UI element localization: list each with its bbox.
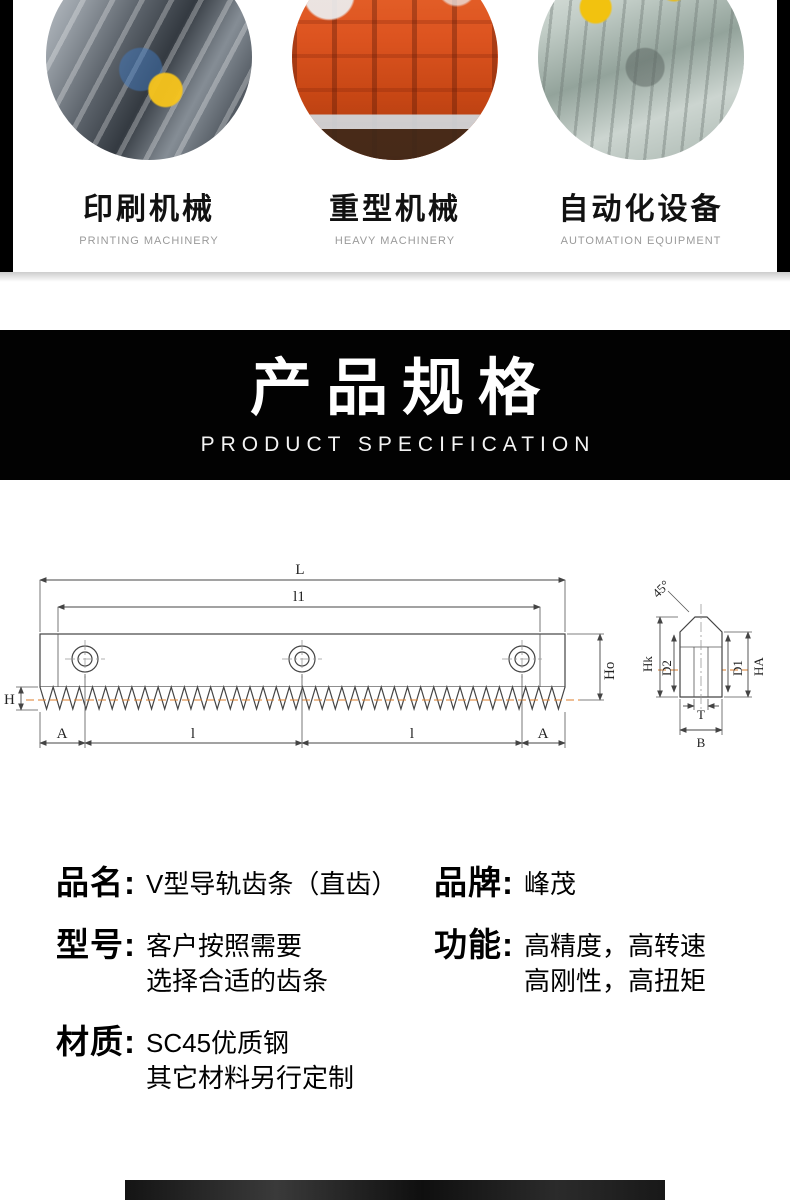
spec-label-name: 品名:	[56, 864, 136, 901]
spec-row-material: 材质: SC45优质钢 其它材料另行定制	[56, 1023, 434, 1096]
spec-value-material: SC45优质钢 其它材料另行定制	[146, 1028, 355, 1093]
rack-teeth	[39, 684, 566, 712]
left-black-edge	[0, 0, 13, 272]
dim-label-H: H	[4, 692, 15, 708]
spec-table: 品名: V型导轨齿条（直齿） 型号: 客户按照需要 选择合适的齿条 材质: SC…	[0, 830, 790, 1166]
spec-row-function: 功能: 高精度，高转速 高刚性，高扭矩	[434, 926, 790, 999]
printing-machinery-photo	[46, 0, 252, 160]
category-subtitle: HEAVY MACHINERY	[334, 235, 456, 247]
dim-label-D2: D2	[659, 660, 674, 676]
panel-shadow	[0, 272, 790, 282]
dim-label-B: B	[697, 735, 706, 750]
dim-label-T: T	[697, 707, 705, 722]
dim-label-l1: l1	[293, 589, 305, 605]
next-photo-top-edge	[125, 1180, 665, 1200]
dim-label-HA: HA	[751, 657, 766, 676]
dim-label-A-right: A	[538, 726, 549, 742]
category-title: 印刷机械	[83, 193, 215, 226]
dimension-lines: L l1 H Ho	[4, 562, 618, 748]
category-item-automation: 自动化设备 AUTOMATION EQUIPMENT	[526, 0, 756, 247]
category-showcase: 印刷机械 PRINTING MACHINERY 重型机械 HEAVY MACHI…	[0, 0, 790, 272]
spec-label-material: 材质:	[56, 1023, 136, 1060]
dim-label-A-left: A	[57, 726, 68, 742]
right-black-edge	[777, 0, 790, 272]
banner-subtitle: PRODUCT SPECIFICATION	[200, 433, 596, 456]
spec-value-model: 客户按照需要 选择合适的齿条	[146, 931, 329, 996]
spec-row-model: 型号: 客户按照需要 选择合适的齿条	[56, 926, 434, 999]
rack-side-view	[39, 633, 566, 712]
heavy-machinery-photo	[292, 0, 498, 160]
product-spec-banner: 产品规格 PRODUCT SPECIFICATION	[0, 330, 790, 480]
dim-label-45deg: 45°	[649, 577, 672, 600]
cross-section-view: 45° Hk D2 D1 HA	[640, 577, 766, 750]
spec-label-brand: 品牌:	[434, 864, 514, 901]
spec-label-model: 型号:	[56, 926, 136, 963]
dim-label-Hk: Hk	[640, 656, 655, 672]
automation-equipment-photo	[538, 0, 744, 160]
white-spacer	[0, 282, 790, 330]
dim-label-l-left: l	[191, 726, 195, 742]
spec-column-right: 品牌: 峰茂 功能: 高精度，高转速 高刚性，高扭矩	[434, 864, 790, 1166]
spec-row-name: 品名: V型导轨齿条（直齿）	[56, 864, 434, 902]
category-photo-circle	[538, 0, 744, 160]
spec-row-brand: 品牌: 峰茂	[434, 864, 790, 902]
spec-value-brand: 峰茂	[524, 869, 577, 899]
dim-label-l-right: l	[410, 726, 414, 742]
category-subtitle: AUTOMATION EQUIPMENT	[560, 235, 722, 247]
banner-title: 产品规格	[249, 354, 554, 423]
spec-value-function: 高精度，高转速 高刚性，高扭矩	[524, 931, 707, 996]
spec-column-left: 品名: V型导轨齿条（直齿） 型号: 客户按照需要 选择合适的齿条 材质: SC…	[56, 864, 434, 1166]
category-item-printing: 印刷机械 PRINTING MACHINERY	[34, 0, 264, 247]
spec-value-name: V型导轨齿条（直齿）	[146, 869, 398, 899]
dim-label-D1: D1	[730, 660, 745, 676]
technical-drawing: L l1 H Ho	[0, 480, 790, 830]
category-photo-circle	[46, 0, 252, 160]
category-title: 重型机械	[329, 193, 461, 226]
next-section-preview	[0, 1180, 790, 1200]
category-photo-circle	[292, 0, 498, 160]
dim-label-L: L	[295, 562, 304, 578]
category-subtitle: PRINTING MACHINERY	[79, 235, 219, 247]
category-item-heavy: 重型机械 HEAVY MACHINERY	[280, 0, 510, 247]
spec-label-function: 功能:	[434, 926, 514, 963]
category-row: 印刷机械 PRINTING MACHINERY 重型机械 HEAVY MACHI…	[0, 0, 790, 247]
category-title: 自动化设备	[558, 193, 724, 226]
dim-label-Ho: Ho	[602, 662, 618, 680]
technical-drawing-svg: L l1 H Ho	[4, 562, 766, 750]
hole-centerlines	[65, 640, 542, 678]
